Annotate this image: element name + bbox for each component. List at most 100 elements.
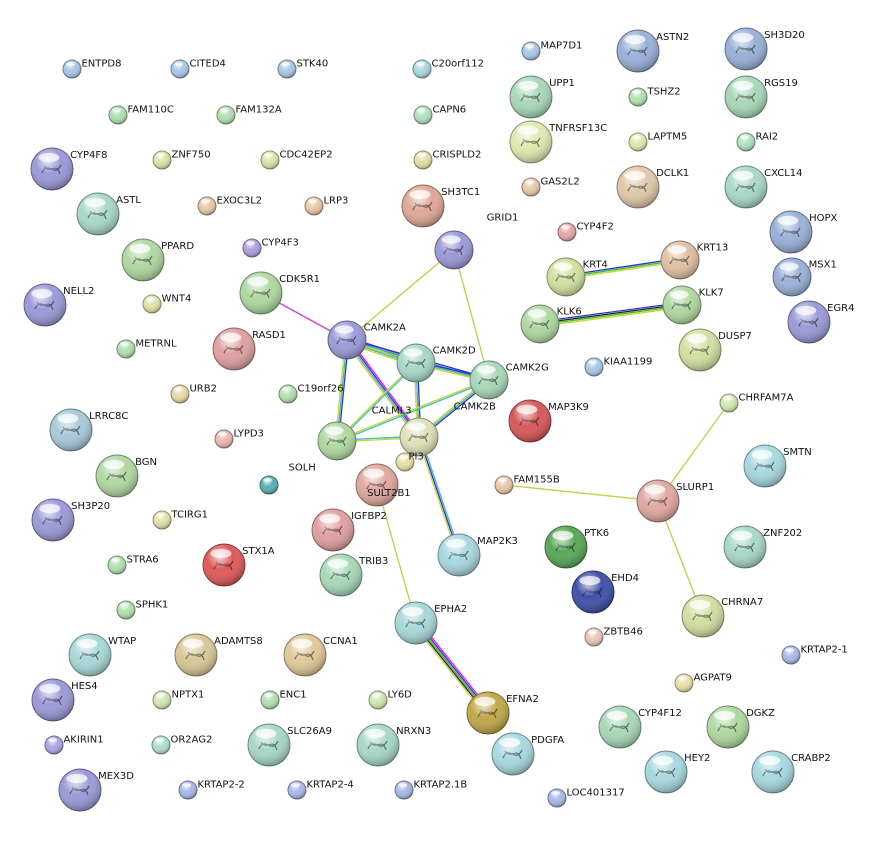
node-mex3d[interactable]: MEX3D <box>58 768 134 812</box>
node-hes4[interactable]: HES4 <box>31 678 98 722</box>
node-astn2[interactable]: ASTN2 <box>616 29 689 73</box>
node-crabp2[interactable]: CRABP2 <box>751 750 831 794</box>
node-chrfam7a[interactable]: CHRFAM7A <box>719 393 794 413</box>
node-znf202[interactable]: ZNF202 <box>723 525 802 569</box>
node-cdc42ep2[interactable]: CDC42EP2 <box>260 150 333 170</box>
node-camk2a[interactable]: CAMK2A <box>327 320 406 360</box>
node-dusp7[interactable]: DUSP7 <box>678 328 752 372</box>
node-klk7[interactable]: KLK7 <box>662 285 724 325</box>
node-map2k3[interactable]: MAP2K3 <box>437 533 518 577</box>
node-klk6[interactable]: KLK6 <box>520 304 582 344</box>
node-hopx[interactable]: HOPX <box>769 210 838 254</box>
node-dgkz[interactable]: DGKZ <box>706 705 775 749</box>
node-pi3[interactable]: PI3 <box>395 452 424 472</box>
node-wnt4[interactable]: WNT4 <box>142 294 191 314</box>
node-stx1a[interactable]: STX1A <box>202 543 275 587</box>
node-cxcl14[interactable]: CXCL14 <box>724 165 803 209</box>
node-krtap2-2[interactable]: KRTAP2-2 <box>178 780 245 800</box>
node-cyp4f8[interactable]: CYP4F8 <box>30 147 108 191</box>
node-or2ag2[interactable]: OR2AG2 <box>151 735 212 755</box>
node-krt4[interactable]: KRT4 <box>546 257 608 297</box>
node-krt13[interactable]: KRT13 <box>660 240 728 280</box>
node-bgn[interactable]: BGN <box>95 454 157 498</box>
node-igfbp2[interactable]: IGFBP2 <box>311 508 387 552</box>
node-laptm5[interactable]: LAPTM5 <box>628 132 687 152</box>
node-lrp3[interactable]: LRP3 <box>304 196 348 216</box>
node-adamts8[interactable]: ADAMTS8 <box>174 633 263 677</box>
node-tnfrsf13c[interactable]: TNFRSF13C <box>509 120 607 164</box>
node-gas2l2[interactable]: GAS2L2 <box>521 177 580 197</box>
node-astl[interactable]: ASTL <box>76 192 141 236</box>
node-kiaa1199[interactable]: KIAA1199 <box>584 357 652 377</box>
node-tshz2[interactable]: TSHZ2 <box>628 87 681 107</box>
node-loc401317[interactable]: LOC401317 <box>547 788 625 808</box>
node-fam132a[interactable]: FAM132A <box>216 105 282 125</box>
node-egr4[interactable]: EGR4 <box>787 300 855 344</box>
node-nell2[interactable]: NELL2 <box>23 283 94 327</box>
node-sphk1[interactable]: SPHK1 <box>116 600 168 620</box>
node-enc1[interactable]: ENC1 <box>260 690 307 710</box>
node-nrxn3[interactable]: NRXN3 <box>356 723 431 767</box>
node-map3k9[interactable]: MAP3K9 <box>508 399 589 443</box>
node-urb2[interactable]: URB2 <box>170 384 217 404</box>
node-stra6[interactable]: STRA6 <box>107 555 159 575</box>
node-efna2[interactable]: EFNA2 <box>466 691 539 735</box>
node-ppard[interactable]: PPARD <box>121 238 194 282</box>
node-camk2g[interactable]: CAMK2G <box>469 360 549 400</box>
node-rgs19[interactable]: RGS19 <box>724 75 798 119</box>
node-rai2[interactable]: RAI2 <box>736 132 778 152</box>
node-agpat9[interactable]: AGPAT9 <box>674 673 732 693</box>
node-solh[interactable]: SOLH <box>259 463 316 495</box>
node-upp1[interactable]: UPP1 <box>509 75 575 119</box>
node-cyp4f12[interactable]: CYP4F12 <box>598 705 682 749</box>
node-fam110c[interactable]: FAM110C <box>108 105 174 125</box>
node-sh3d20[interactable]: SH3D20 <box>724 27 805 71</box>
node-pdgfa[interactable]: PDGFA <box>491 732 564 776</box>
node-krtap2-4[interactable]: KRTAP2-4 <box>287 780 354 800</box>
node-sh3tc1[interactable]: SH3TC1 <box>401 184 480 228</box>
node-hey2[interactable]: HEY2 <box>644 750 710 794</box>
node-nptx1[interactable]: NPTX1 <box>152 690 204 710</box>
node-stk40[interactable]: STK40 <box>277 59 328 79</box>
node-zbtb46[interactable]: ZBTB46 <box>584 627 643 647</box>
node-exoc3l2[interactable]: EXOC3L2 <box>197 196 262 216</box>
node-msx1[interactable]: MSX1 <box>772 257 837 297</box>
node-tcirg1[interactable]: TCIRG1 <box>152 510 208 530</box>
node-cdk5r1[interactable]: CDK5R1 <box>239 271 320 315</box>
node-ehd4[interactable]: EHD4 <box>571 570 639 614</box>
node-cited4[interactable]: CITED4 <box>170 59 226 79</box>
node-capn6[interactable]: CAPN6 <box>413 105 466 125</box>
node-trib3[interactable]: TRIB3 <box>319 553 388 597</box>
node-rasd1[interactable]: RASD1 <box>212 327 286 371</box>
node-lypd3[interactable]: LYPD3 <box>214 429 264 449</box>
node-cyp4f3[interactable]: CYP4F3 <box>242 238 299 258</box>
node-sult2b1[interactable]: SULT2B1 <box>355 463 411 507</box>
node-akirin1[interactable]: AKIRIN1 <box>44 735 104 755</box>
node-metrnl[interactable]: METRNL <box>116 339 177 359</box>
node-epha2[interactable]: EPHA2 <box>394 601 467 645</box>
node-camk2b[interactable]: CAMK2B <box>399 401 496 457</box>
node-c20orf112[interactable]: C20orf112 <box>412 59 484 79</box>
node-krtap2-1[interactable]: KRTAP2-1 <box>781 645 848 665</box>
node-ccna1[interactable]: CCNA1 <box>283 633 358 677</box>
node-krtap2-1b[interactable]: KRTAP2.1B <box>394 780 467 800</box>
node-znf750[interactable]: ZNF750 <box>152 150 211 170</box>
node-slurp1[interactable]: SLURP1 <box>636 479 714 523</box>
node-fam155b[interactable]: FAM155B <box>494 475 560 495</box>
node-cyp4f2[interactable]: CYP4F2 <box>557 222 614 242</box>
node-c19orf26[interactable]: C19orf26 <box>278 384 344 404</box>
node-ly6d[interactable]: LY6D <box>368 690 412 710</box>
node-grid1[interactable]: GRID1 <box>434 212 518 270</box>
node-smtn[interactable]: SMTN <box>743 444 812 488</box>
node-chrna7[interactable]: CHRNA7 <box>681 594 763 638</box>
node-entpd8[interactable]: ENTPD8 <box>62 59 121 79</box>
node-sh3p20[interactable]: SH3P20 <box>31 498 110 542</box>
node-wtap[interactable]: WTAP <box>68 633 136 677</box>
node-camk2d[interactable]: CAMK2D <box>396 343 476 383</box>
node-dclk1[interactable]: DCLK1 <box>616 165 689 209</box>
node-map7d1[interactable]: MAP7D1 <box>521 41 582 61</box>
node-lrrc8c[interactable]: LRRC8C <box>49 408 128 452</box>
node-slc26a9[interactable]: SLC26A9 <box>247 723 332 767</box>
node-calml3[interactable]: CALML3 <box>317 405 412 461</box>
node-crispld2[interactable]: CRISPLD2 <box>413 150 481 170</box>
